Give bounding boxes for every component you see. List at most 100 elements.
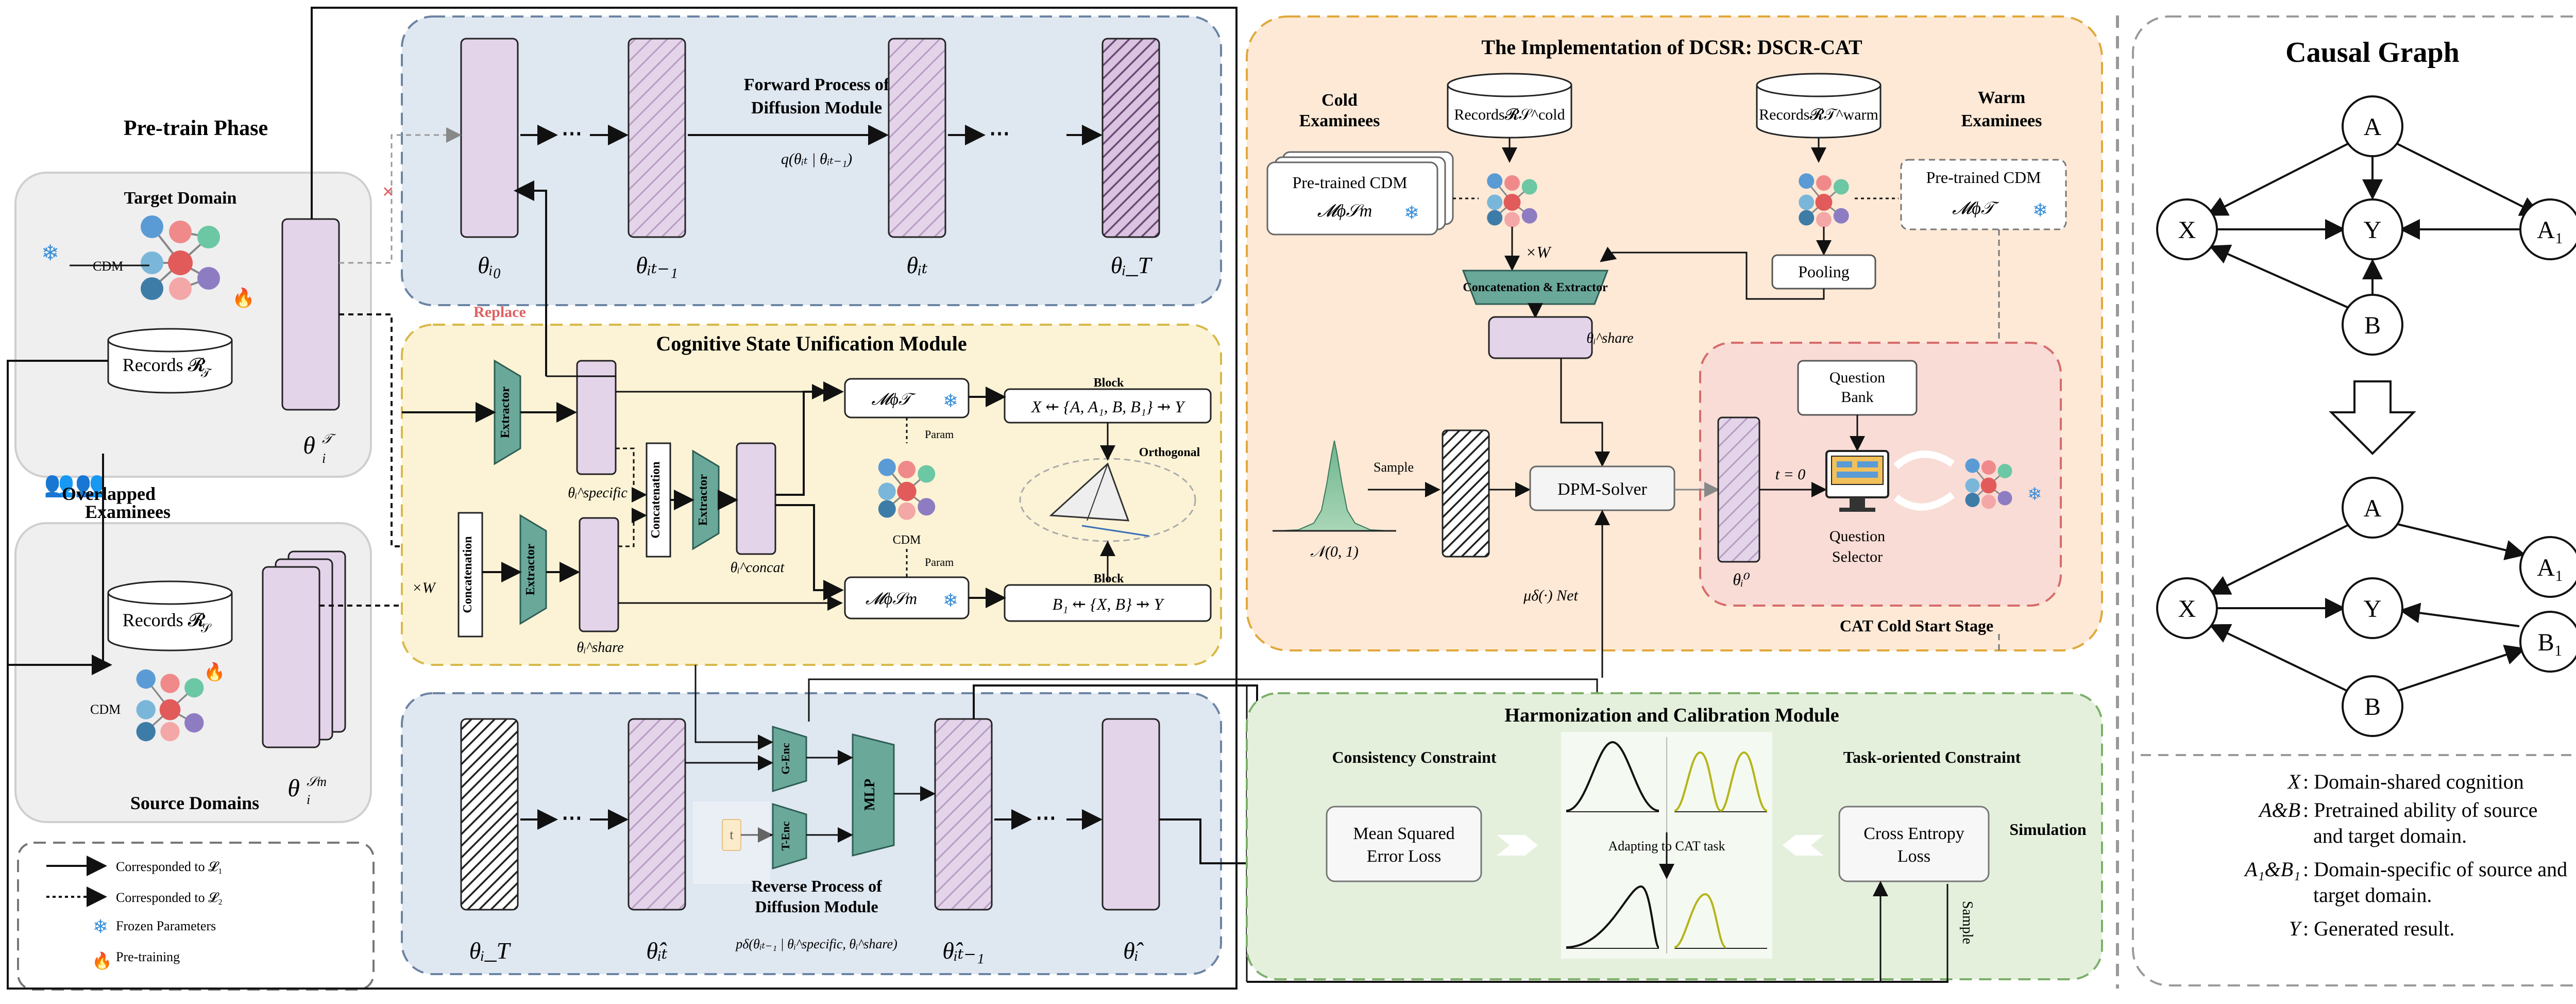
records-source-sub: 𝒮 [201, 622, 212, 635]
people-icon: 👥👥 [44, 471, 106, 498]
snowflake-icon: ❄ [41, 242, 59, 265]
legend-text-3: : Domain-specific of source and [2303, 858, 2567, 881]
legend-sym-3: A₁&B₁ [2243, 858, 2300, 881]
node-b-bottom [2342, 675, 2403, 737]
question-bank-label-2: Bank [1841, 389, 1873, 406]
cdm-network-icon-warm [1799, 173, 1849, 228]
m-target-snowflake-icon: ❄ [943, 391, 958, 411]
forward-title-1: Forward Process of [744, 75, 890, 94]
node-x-bottom [2156, 577, 2218, 639]
theta-concat-block [736, 442, 776, 555]
question-selector-icon [1825, 450, 1889, 512]
fire-icon: 🔥 [232, 287, 255, 308]
node-a1-bottom [2519, 536, 2576, 598]
noise-block [1442, 429, 1490, 558]
mlp-label: MLP [862, 779, 878, 811]
harm-title: Harmonization and Calibration Module [1504, 705, 1839, 726]
node-b-top-label: B [2364, 312, 2381, 339]
node-y-top [2342, 198, 2403, 260]
pretrained-cdm-cold-label: Pre-trained CDM [1292, 173, 1407, 192]
sample-label: Sample [1374, 460, 1414, 475]
theta0-block [1717, 416, 1760, 563]
mlp-block [852, 733, 895, 857]
cdm-network-icon-cold [1487, 173, 1537, 228]
theta-specific-label: θᵢ^specific [568, 485, 628, 501]
node-a-top [2342, 95, 2403, 157]
records-warm-label: Records𝓡𝒯^warm [1759, 106, 1878, 123]
pretrained-cdm-cold [1266, 161, 1438, 236]
ce-label-1: Cross Entropy [1863, 824, 1964, 843]
ce-label-2: Loss [1897, 847, 1930, 866]
t-enc [772, 802, 807, 870]
legend-fire-icon: 🔥 [92, 951, 112, 970]
legend-frozen: Frozen Parameters [116, 918, 216, 933]
question-selector-label-1: Question [1829, 528, 1885, 545]
theta-target-block [281, 218, 340, 411]
records-source-label: Records 𝓡 [123, 610, 206, 630]
theta-share-impl [1488, 316, 1593, 359]
cold-label-1: Cold [1321, 91, 1358, 110]
theta-share-block [579, 517, 619, 632]
reverse-label-0: θᵢ_T [469, 938, 512, 964]
warm-snowflake-icon: ❄ [2032, 200, 2048, 221]
records-target-cylinder: Records 𝓡 𝒯 [107, 328, 233, 394]
consistency-label: Consistency Constraint [1332, 748, 1496, 766]
extractor-2 [519, 514, 547, 625]
question-bank-label-1: Question [1829, 369, 1885, 386]
legend-l1: Corresponded to 𝓛₁ [116, 859, 223, 874]
block-label-1: Block [1094, 376, 1124, 390]
theta0-label: θᵢ⁰ [1733, 570, 1750, 589]
impl-xw: ×W [1526, 243, 1552, 261]
mse-label-2: Error Loss [1367, 847, 1441, 866]
reverse-title-1: Reverse Process of [751, 877, 882, 895]
records-cold-cylinder: Records𝓡𝒮^cold [1447, 73, 1572, 139]
forward-block-1 [628, 38, 686, 238]
normal-label: 𝒩(0, 1) [1310, 543, 1359, 560]
loop-arrow-top [1893, 450, 1955, 470]
theta-specific-block [576, 360, 617, 475]
concatenation-label-2: Concatenation [649, 461, 663, 538]
overlapped-label-2: Examinees [85, 501, 171, 522]
cdm-network-icon-csu [878, 458, 936, 520]
forward-formula: q(θᵢₜ | θᵢₜ₋₁) [781, 150, 852, 168]
reverse-formula: pδ(θᵢₜ₋₁ | θᵢ^specific, θᵢ^share) [735, 936, 897, 951]
theta-target-label: θ [303, 432, 315, 459]
node-x-top-label: X [2178, 216, 2196, 244]
legend-text-1: : Pretrained ability of source [2303, 798, 2537, 822]
reverse-block-3 [1101, 718, 1160, 911]
mse-loss-box [1326, 806, 1482, 882]
node-b-bottom-label: B [2364, 693, 2381, 721]
legend-sym-1: A&B [2258, 798, 2300, 822]
pretrain-title: Pre-train Phase [124, 116, 268, 140]
pretrained-cdm-cold-model: 𝓜ϕ𝒮m [1317, 202, 1372, 221]
pretrained-cdm-warm-label: Pre-trained CDM [1926, 168, 2041, 187]
warm-label-2: Examinees [1961, 111, 2042, 130]
node-a1-top-label: A₁ [2537, 216, 2563, 244]
node-y-top-label: Y [2364, 216, 2382, 244]
svg-text:𝒮m: 𝒮m [307, 774, 327, 789]
cold-snowflake-icon: ❄ [1404, 203, 1419, 223]
records-target-label: Records 𝓡 [123, 355, 206, 375]
legend-sym-0: X [2287, 770, 2301, 793]
causal-title: Causal Graph [2285, 37, 2460, 69]
mse-label-1: Mean Squared [1353, 824, 1454, 843]
fire-icon-source: 🔥 [204, 662, 225, 682]
forward-label-0: θᵢ₀ [478, 252, 501, 278]
warm-label-1: Warm [1978, 88, 2026, 107]
extractor-1 [494, 359, 521, 465]
t0-label: t = 0 [1775, 466, 1806, 483]
cdm-network-icon-cat [1965, 458, 2012, 509]
node-a-bottom-label: A [2364, 495, 2382, 522]
concatenation-label-1: Concatenation [461, 536, 474, 613]
records-source-cylinder: Records 𝓡 𝒮 [107, 580, 233, 651]
forward-process-panel [401, 15, 1222, 306]
forward-block-0 [460, 38, 519, 238]
node-b1-bottom [2519, 611, 2576, 673]
impl-title: The Implementation of DCSR: DSCR-CAT [1481, 36, 1862, 59]
harm-sample-label: Sample [1959, 901, 1975, 944]
svg-text:i: i [307, 792, 310, 807]
reverse-dots-1: ⋯ [562, 806, 582, 829]
theta-concat-label: θᵢ^concat [731, 560, 785, 576]
concatenation-box-1 [457, 512, 483, 638]
reverse-process-panel [401, 692, 1222, 975]
